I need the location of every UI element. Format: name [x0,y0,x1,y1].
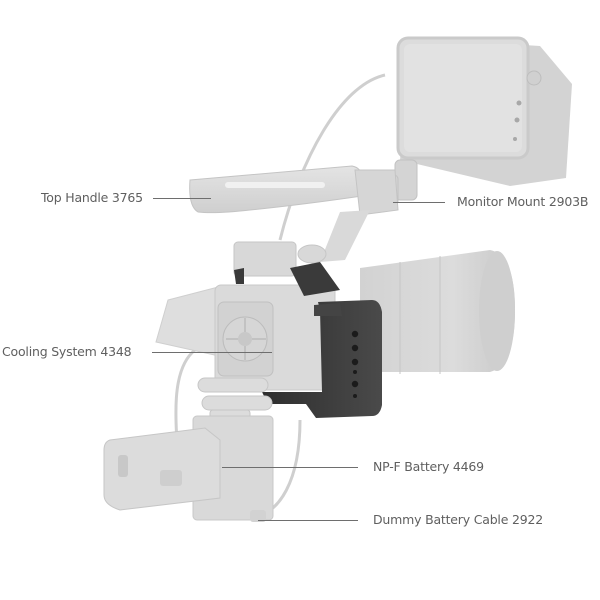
camera-cage-icon [234,262,382,418]
monitor-icon [396,36,572,186]
camera-body-icon [214,284,336,391]
leader-line-monitor-mount [393,202,445,203]
leader-line-npf-battery [222,467,358,468]
callout-label-cooling-system: Cooling System 4348 [2,344,132,359]
top-handle-icon [189,165,399,262]
leader-line-dummy-battery-cable [258,520,358,521]
leader-line-top-handle [153,198,211,199]
callout-label-monitor-mount: Monitor Mount 2903B [457,194,589,209]
camera-top-icon [233,241,327,277]
battery-icon [103,415,274,522]
callout-label-npf-battery: NP-F Battery 4469 [373,459,484,474]
lens-icon [360,250,515,374]
leader-line-cooling-system [152,352,272,353]
callout-label-top-handle: Top Handle 3765 [41,190,143,205]
callout-label-dummy-battery-cable: Dummy Battery Cable 2922 [373,512,543,527]
